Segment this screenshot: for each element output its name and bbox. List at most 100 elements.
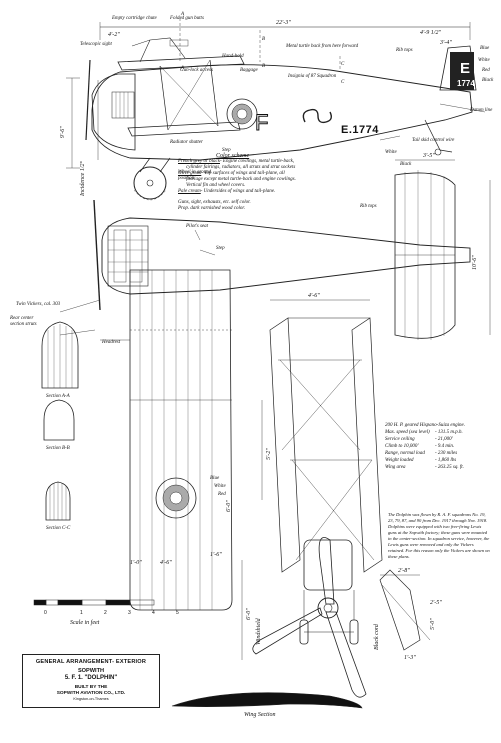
color-scheme-notes: Color scheme French grey or black- Engin… <box>178 153 338 212</box>
label-tail-skid-wire: Tail skid control wire <box>412 138 455 143</box>
label-blue-1: Blue <box>480 46 490 51</box>
tail-serial: 1774 <box>457 79 475 88</box>
title-block: GENERAL ARRANGEMENT- EXTERIOR SOPWITH 5.… <box>22 654 160 708</box>
scale-tick-1: 1 <box>80 610 83 616</box>
section-mark-b1: B <box>262 37 266 42</box>
label-baggage: Baggage <box>240 68 258 73</box>
section-aa-shape <box>41 321 79 389</box>
propeller-front <box>318 537 335 605</box>
wheel-side <box>133 166 167 200</box>
title-line-2: SOPWITH <box>77 668 105 674</box>
dim-front-6-0: 6'-0" <box>246 608 252 620</box>
label-white-2: White <box>478 58 490 63</box>
dim-front-1-0: 1'-0" <box>130 560 142 566</box>
front-upper-wing-left <box>269 317 301 573</box>
fuselage-side-outline <box>91 64 473 161</box>
color-scheme-line: Olive green- Top surfaces of wings and t… <box>178 171 285 176</box>
label-wheel-ground: Wheel in ground position <box>178 170 212 181</box>
fuselage-letter: F <box>254 110 269 136</box>
color-scheme-line: fuselage except metal turtle-back and en… <box>186 177 296 182</box>
label-headrest: Headrest <box>102 340 121 345</box>
squadron-insignia <box>302 108 333 124</box>
spec-row: Wing area- 263.25 sq. ft. <box>385 465 464 470</box>
title-line-4: BUILT BY THE <box>74 685 108 690</box>
scale-bar <box>33 599 155 606</box>
dim-ls-2-5: 2'-5" <box>430 600 442 606</box>
spec-row: Weight loaded- 1,860 lbs <box>385 458 457 463</box>
wing-section-profile <box>171 692 363 709</box>
lower-wing-front <box>379 569 431 651</box>
performance-specs: 200 H. P. geared Hispano-Suiza engine. M… <box>385 422 490 471</box>
color-scheme-line: Prop. dark varnished wood color. <box>178 206 246 211</box>
dim-tail-3-4: 3'-4" <box>440 40 452 46</box>
dim-height: 9'-6" <box>60 126 66 138</box>
dim-plan-3-5: 3'-5" <box>423 153 435 159</box>
tail-letter: E <box>460 60 471 77</box>
label-black-cord: Black cord <box>374 624 380 650</box>
label-pilots-seat: Pilot's seat <box>186 224 209 229</box>
section-mark-b2: B <box>262 64 266 69</box>
title-line-6: Kingston-on-Thames <box>73 697 109 701</box>
dim-nose: 4'-2" <box>108 32 120 38</box>
dim-incidence: Incidence 1/2° <box>80 161 86 196</box>
label-empty-cartridge-chute: Empty cartridge chute <box>112 16 157 21</box>
section-mark-a2: A <box>181 66 185 71</box>
label-step-side: Step <box>222 148 231 153</box>
label-white-1: White <box>385 150 397 155</box>
spec-row: Service ceiling- 21,000' <box>385 437 453 442</box>
label-section-bb: Section B-B <box>46 446 70 451</box>
label-white-3: White <box>214 484 226 489</box>
plan-view <box>59 159 491 611</box>
scale-tick-5: 5 <box>176 610 179 616</box>
color-scheme-line: Pale cream- Undersides of wings and tail… <box>178 189 276 194</box>
label-rib-tops-2: Rib tops <box>360 204 377 209</box>
dim-strut-5-2: 5'-2" <box>266 448 272 460</box>
history-notes: The Dolphin was flown by R. A. F. squadr… <box>388 512 490 559</box>
label-rear-struts: Rear center section struts <box>10 316 37 327</box>
dim-front-4-6: 4'-6" <box>308 293 320 299</box>
fuselage-serial: E.1774 <box>341 124 379 136</box>
label-blue-2: Blue <box>210 476 220 481</box>
front-upper-wing-right <box>351 317 383 573</box>
fuselage-plan <box>101 217 471 295</box>
color-scheme-title: Color scheme <box>216 153 250 159</box>
label-folded-gun-butts: Folded gun butts <box>170 16 204 21</box>
label-gun-lock-access: Gun-lock access <box>180 68 213 73</box>
dim-front-4-6b: 4'-6" <box>160 560 172 566</box>
wing-plan <box>129 269 233 611</box>
dim-ls-1-3: 1'-3" <box>404 655 416 661</box>
scale-tick-3: 3 <box>128 610 131 616</box>
dim-ls-5-0: 5'-0" <box>430 618 436 630</box>
title-line-1: GENERAL ARRANGEMENT- EXTERIOR <box>35 659 147 665</box>
spec-row: Climb to 10,000'- 9.4 min. <box>385 444 455 449</box>
spec-row: Range, normal load- 230 miles <box>385 451 458 456</box>
label-windshield: Windshield <box>256 618 262 645</box>
color-scheme-line: French grey or black- Engine cowlings, m… <box>178 159 295 164</box>
title-line-5: SOPWITH AVIATION CO., LTD. <box>56 691 126 696</box>
front-view <box>241 299 383 698</box>
scale-tick-4: 4 <box>152 610 155 616</box>
label-step-plan: Step <box>216 246 225 251</box>
label-red-1: Red <box>482 68 490 73</box>
section-mark-a1: A <box>181 12 185 17</box>
section-bb-shape <box>43 399 75 441</box>
label-datum-line: Datum line <box>470 108 493 113</box>
label-red-2: Red <box>218 492 226 497</box>
label-section-cc: Section C-C <box>46 526 71 531</box>
spec-engine: 200 H. P. geared Hispano-Suiza engine. <box>385 423 465 428</box>
label-section-aa: Section A-A <box>46 394 70 399</box>
label-black-2: Black <box>482 78 494 83</box>
dim-gap-6-0: 6'-0" <box>226 500 232 512</box>
label-radiator-shutter: Radiator shutter <box>170 140 203 145</box>
title-line-3: 5. F. 1. "DOLPHIN" <box>64 675 118 681</box>
label-rib-tops-1: Rib tops <box>396 48 413 53</box>
scale-tick-2: 2 <box>104 610 107 616</box>
fuselage-roundel <box>226 98 258 130</box>
label-twin-vickers: Twin Vickers, cal. 303 <box>16 302 61 307</box>
section-mark-c2: C <box>341 80 345 85</box>
dim-span-overall: 22'-3" <box>276 20 291 26</box>
dim-tail-4-9: 4'-9 1/2" <box>420 30 441 36</box>
fuselage-sections <box>41 321 79 521</box>
color-scheme-line: cylinder fairings, radiators, all struts… <box>186 165 296 170</box>
label-black-1: Black <box>400 162 412 167</box>
